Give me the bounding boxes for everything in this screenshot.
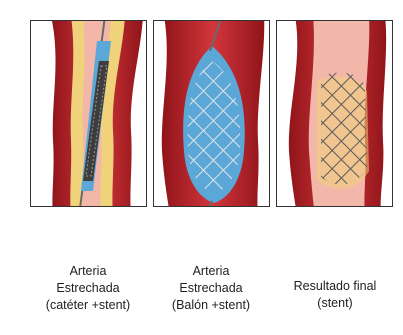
artery-final-illustration xyxy=(277,21,393,207)
artery-balloon-illustration xyxy=(154,21,270,207)
caption-catheter-stent: Arteria Estrechada (catéter +stent) xyxy=(22,263,154,314)
caption-balloon-stent: Arteria Estrechada (Balón +stent) xyxy=(145,263,277,314)
artery-catheter-illustration xyxy=(31,21,147,207)
panel-final-stent xyxy=(276,20,393,207)
caption-line: (catéter +stent) xyxy=(22,297,154,314)
panel-catheter-stent xyxy=(30,20,147,207)
caption-line: (Balón +stent) xyxy=(145,297,277,314)
caption-line: (stent) xyxy=(272,295,398,312)
implanted-stent xyxy=(321,73,367,185)
caption-final-stent: Resultado final (stent) xyxy=(272,278,398,312)
panel-balloon-stent xyxy=(153,20,270,207)
caption-line: Estrechada xyxy=(145,280,277,297)
caption-line: Arteria xyxy=(22,263,154,280)
caption-line: Estrechada xyxy=(22,280,154,297)
caption-line: Arteria xyxy=(145,263,277,280)
caption-line: Resultado final xyxy=(272,278,398,295)
